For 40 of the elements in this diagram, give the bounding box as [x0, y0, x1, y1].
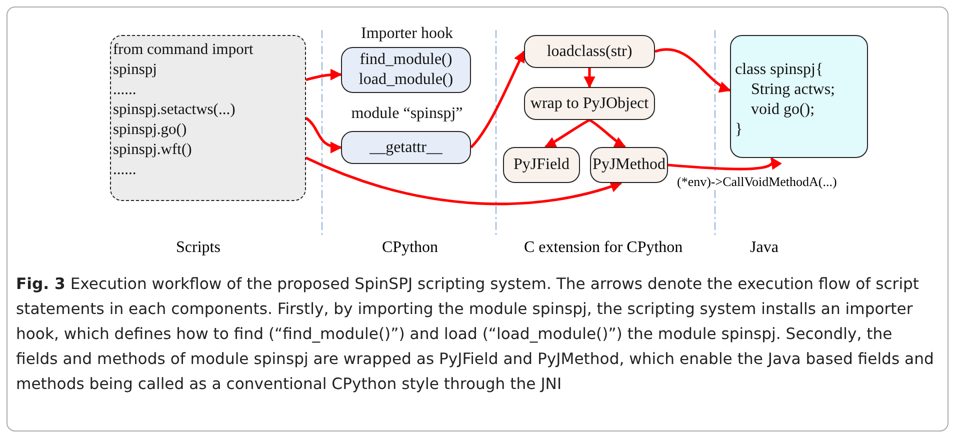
box-text: wrap to PyJObject [530, 94, 649, 114]
code-line: } [735, 120, 743, 140]
box-text: PyJField [513, 155, 570, 175]
function-name: load_module() [358, 70, 454, 90]
arrow [306, 68, 342, 82]
code-line: spinspj.setactws(...) [113, 100, 236, 120]
arrow [584, 68, 596, 88]
column-label: CPython [382, 239, 438, 257]
column-label: Scripts [176, 239, 220, 257]
arrow [305, 156, 622, 206]
box-text: PyJMethod [592, 155, 666, 175]
process-box [590, 147, 668, 183]
code-line: ...... [113, 160, 138, 180]
script-box [110, 35, 306, 201]
function-name: find_module() [360, 50, 452, 70]
code-line: String actws; [750, 80, 835, 100]
arrow [544, 118, 590, 148]
code-line: spinspj.go() [113, 120, 188, 140]
arrow [654, 48, 732, 92]
code-line: class spinspj{ [735, 60, 824, 80]
box-text: loadclass(str) [546, 42, 632, 62]
function-name: __getattr__ [370, 138, 442, 158]
class-box [730, 35, 868, 158]
process-box [503, 147, 580, 183]
column-label: C extension for CPython [524, 239, 683, 257]
column-label: Java [750, 239, 778, 257]
figure-caption: Fig. 3 Execution workflow of the proposed SpinSPJ scripting system. The arrows denote the execution flow of script statements in each components. Firstly, by importing the module spinspj, the scripting system installs an importer hook, which defines how to find (“find_module()”) and load (“load_module()”) the module spinspj. Secondly, the fields and methods of module spinspj are wrapped as PyJField and PyJMethod, which enable the Java based fields and methods being called as a conventional CPython style through the JNI [16, 274, 935, 395]
arrow [588, 118, 626, 148]
edge-label: (*env)->CallVoidMethodA(...) [676, 174, 838, 190]
code-line: spinspj.wft() [113, 140, 193, 160]
box-heading: module “spinspj” [350, 104, 464, 124]
arrow [470, 50, 526, 148]
arrow [668, 156, 780, 170]
code-line: void go(); [750, 100, 815, 120]
arrow [305, 116, 342, 153]
code-line: ...... [113, 80, 138, 100]
box-heading: Importer hook [360, 24, 454, 44]
process-box [524, 35, 655, 68]
code-line: from command import spinspj [113, 40, 254, 80]
process-box [524, 87, 655, 120]
